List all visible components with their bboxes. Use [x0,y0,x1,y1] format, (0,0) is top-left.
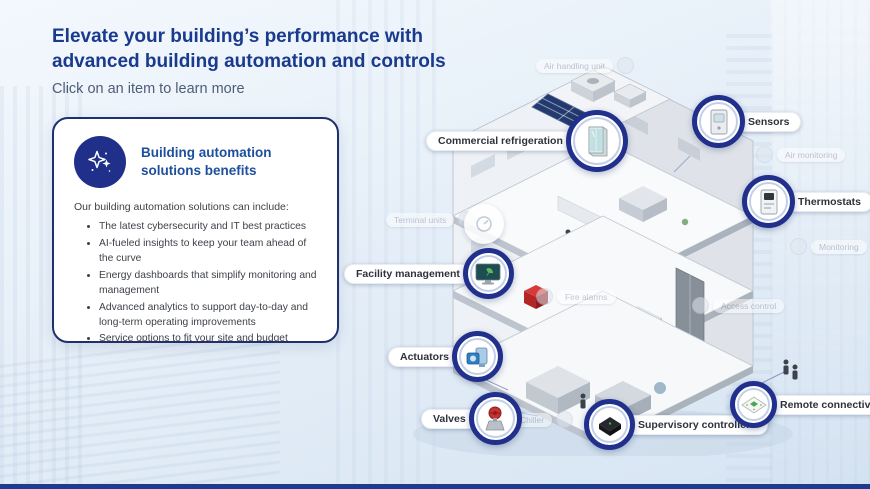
hotspot-supervisory-controllers[interactable]: Supervisory controllers [584,399,768,450]
thermostat-icon[interactable] [742,175,795,228]
ghost-label-air-monitoring[interactable]: Air monitoring [756,146,846,163]
hotspot-sensors[interactable]: Sensors [692,95,802,148]
benefits-list: The latest cybersecurity and IT best pra… [74,220,317,347]
benefits-card: Building automation solutions benefits O… [52,117,339,344]
page-title-line1: Elevate your building’s performance with [52,26,423,47]
page-title-line2: advanced building automation and control… [52,51,446,73]
footer-bar [0,484,870,489]
ghost-dot-icon [536,288,553,305]
ghost-label-text[interactable]: Access control [713,298,785,313]
ghost-label-fire-alarms[interactable]: Fire alarms [536,288,616,305]
benefit-item: The latest cybersecurity and IT best pra… [99,220,317,235]
ghost-label-text[interactable]: Terminal units [386,212,455,227]
ghost-lighting-icon[interactable] [464,204,504,244]
ghost-label-text[interactable]: Air handling unit [536,58,613,73]
sensor-icon[interactable] [692,95,745,148]
benefit-item: Energy dashboards that simplify monitori… [99,269,317,299]
hotspot-thermostats[interactable]: Thermostats [742,175,870,228]
hotspot-remote-connectivity[interactable]: Remote connectivity [730,381,870,428]
benefit-item: Advanced analytics to support day-to-day… [99,301,317,331]
refrigeration-icon[interactable] [565,110,628,172]
ghost-label-text[interactable]: Fire alarms [557,289,616,304]
ghost-dot-icon [556,411,574,428]
facility-management-icon[interactable] [462,248,514,299]
ghost-label-text[interactable]: Monitoring [811,239,867,254]
valve-icon[interactable] [468,392,522,445]
actuator-icon[interactable] [452,331,504,382]
ghost-label-terminal-units[interactable]: Terminal units [386,211,476,228]
ghost-dot-icon [692,297,709,314]
page-subtitle: Click on an item to learn more [52,81,245,98]
header: Elevate your building’s performance with… [52,24,446,97]
hotspot-label[interactable]: Remote connectivity [768,394,870,415]
hotspot-label[interactable]: Commercial refrigeration [426,131,575,151]
hotspot-label[interactable]: Actuators [388,346,462,367]
ghost-label-air-handling-unit[interactable]: Air handling unit [536,57,634,74]
benefits-card-header: Building automation solutions benefits [74,136,317,188]
background-building-base-left [0,330,280,489]
hotspot-label[interactable]: Sensors [736,111,802,132]
page-title: Elevate your building’s performance with… [52,24,446,74]
hotspot-label[interactable]: Valves [421,408,478,429]
ghost-label-chiller[interactable]: Chiller [512,411,574,428]
benefits-card-intro: Our building automation solutions can in… [74,201,289,213]
hotspot-actuators[interactable]: Actuators [388,331,504,382]
hotspot-label[interactable]: Supervisory controllers [626,414,768,435]
benefit-item: AI-fueled insights to keep your team ahe… [99,237,317,267]
ghost-label-text[interactable]: Chiller [512,412,553,427]
hotspot-commercial-refrigeration[interactable]: Commercial refrigeration [426,110,628,172]
ghost-dot-icon [790,238,807,255]
benefit-item: Service options to fit your site and bud… [99,332,317,347]
ghost-label-access-control[interactable]: Access control [692,297,785,314]
hotspot-label[interactable]: Facility management [344,263,472,284]
sparkles-icon [74,136,126,188]
hotspot-facility-management[interactable]: Facility management [344,248,514,299]
ghost-label-monitoring[interactable]: Monitoring [790,238,867,255]
ghost-dot-icon [616,57,634,74]
remote-connectivity-icon[interactable] [730,381,777,428]
controller-icon[interactable] [584,399,635,450]
ghost-label-text[interactable]: Air monitoring [777,147,846,162]
hotspot-valves[interactable]: Valves [421,392,522,445]
benefits-card-title: Building automation solutions benefits [141,145,272,178]
ghost-dot-icon [756,146,773,163]
hotspot-label[interactable]: Thermostats [786,191,870,212]
